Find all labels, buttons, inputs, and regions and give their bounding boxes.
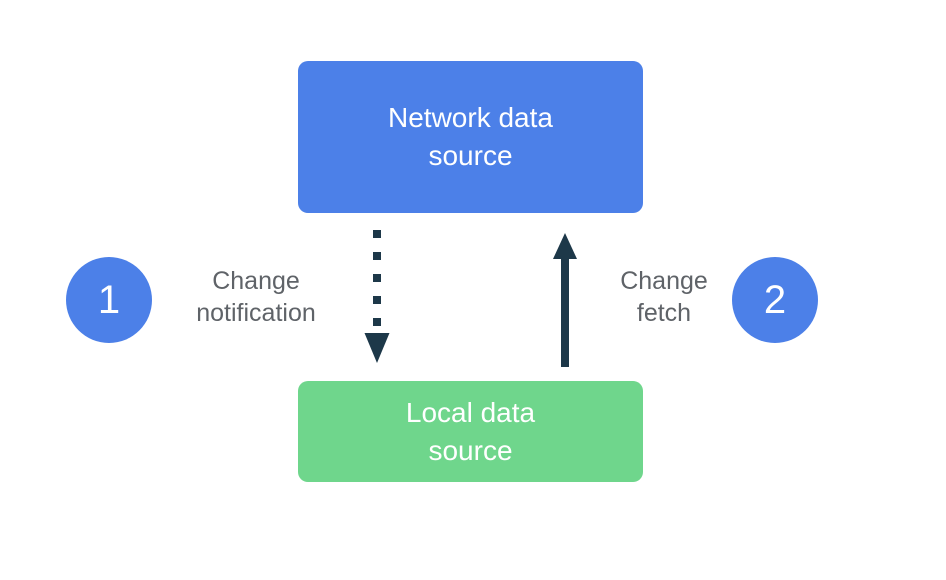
change-notification-dotted-down-arrow-icon: [364, 230, 390, 363]
step-1-number: 1: [97, 277, 121, 322]
network-data-source-label: Network data source: [388, 102, 553, 171]
network-data-source-box: Network data source: [298, 61, 643, 213]
step-2-number: 2: [763, 277, 787, 322]
step-2-badge: 2: [732, 257, 818, 343]
change-fetch-label: Change fetch: [620, 267, 708, 327]
step-1-badge: 1: [66, 257, 152, 343]
local-data-source-label: Local data source: [405, 396, 536, 466]
local-data-source-box: Local data source: [298, 381, 643, 482]
change-notification-label: Change notification: [196, 267, 316, 327]
